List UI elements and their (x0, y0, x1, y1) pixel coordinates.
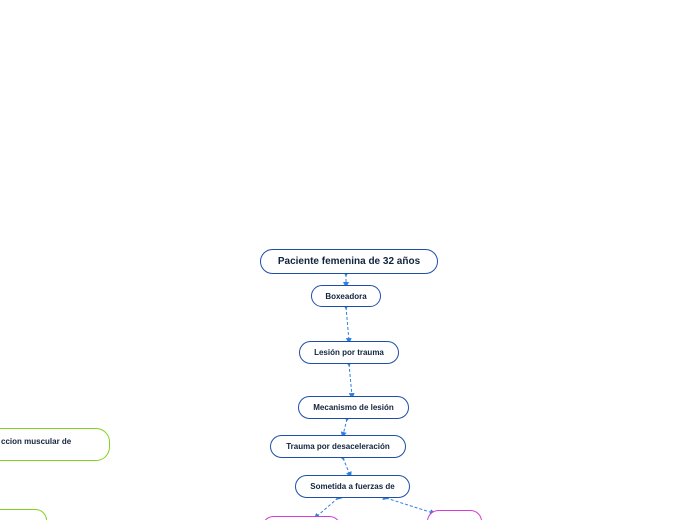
node-child-right-partial (427, 510, 482, 520)
node-label: Trauma por desaceleración (286, 442, 390, 451)
node-boxeadora: Boxeadora (311, 285, 381, 307)
node-lesion-por-trauma: Lesión por trauma (299, 341, 399, 364)
node-label: Mecanismo de lesión (313, 403, 394, 412)
edge-trauma-sometida (339, 454, 352, 478)
edge-sometida-left (313, 493, 343, 519)
node-label: Sometida a fuerzas de (310, 482, 395, 491)
node-green-bottom-partial (0, 509, 47, 520)
node-label: Lesión por trauma (314, 348, 384, 357)
node-paciente-femenina: Paciente femenina de 32 años (260, 249, 438, 274)
edge-sometida-right (382, 494, 436, 515)
node-contraccion-muscular: ccion muscular de (0, 428, 110, 461)
node-child-left-partial (262, 516, 341, 520)
edge-lesion-mecanismo (345, 360, 355, 399)
node-label: Boxeadora (325, 291, 367, 301)
node-mecanismo-de-lesion: Mecanismo de lesión (298, 396, 409, 419)
edge-mecanismo-trauma (340, 415, 351, 438)
node-label: Paciente femenina de 32 años (277, 256, 421, 267)
node-sometida-a-fuerzas: Sometida a fuerzas de (295, 475, 410, 498)
node-label: ccion muscular de (1, 437, 72, 446)
edge-boxeadora-lesion (342, 303, 352, 344)
node-trauma-por-desaceleracion: Trauma por desaceleración (270, 435, 406, 458)
